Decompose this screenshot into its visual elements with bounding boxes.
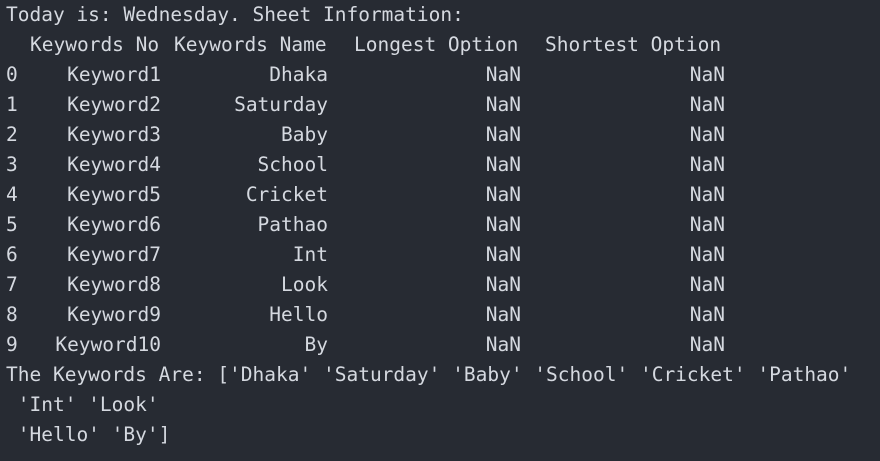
keywords-no-cell: Keyword2	[67, 93, 161, 116]
column-header: Keywords No	[30, 33, 160, 56]
table-header-row: Keywords No Keywords Name Longest Option…	[6, 30, 866, 60]
keywords-no-cell: Keyword9	[67, 303, 161, 326]
shortest-option-cell: NaN	[689, 183, 725, 206]
row-index: 4	[6, 183, 18, 206]
longest-option-cell: NaN	[485, 63, 521, 86]
longest-option-cell: NaN	[485, 93, 521, 116]
keywords-name-cell: Dhaka	[269, 63, 328, 86]
longest-option-cell: NaN	[485, 273, 521, 296]
row-index: 1	[6, 93, 18, 116]
row-index: 3	[6, 153, 18, 176]
row-index: 0	[6, 63, 18, 86]
keywords-name-cell: Cricket	[245, 183, 328, 206]
table-row: 5 Keyword6 Pathao NaN NaN	[6, 210, 866, 240]
column-header: Longest Option	[354, 33, 519, 56]
shortest-option-cell: NaN	[689, 93, 725, 116]
longest-option-cell: NaN	[485, 123, 521, 146]
keywords-no-cell: Keyword1	[67, 63, 161, 86]
shortest-option-cell: NaN	[689, 213, 725, 236]
row-index: 2	[6, 123, 18, 146]
table-row: 2 Keyword3 Baby NaN NaN	[6, 120, 866, 150]
table-row: 3 Keyword4 School NaN NaN	[6, 150, 866, 180]
table-row: 6 Keyword7 Int NaN NaN	[6, 240, 866, 270]
keywords-line: 'Hello' 'By']	[6, 423, 171, 446]
keywords-no-cell: Keyword10	[55, 333, 161, 356]
shortest-option-cell: NaN	[689, 333, 725, 356]
longest-option-cell: NaN	[485, 333, 521, 356]
row-index: 8	[6, 303, 18, 326]
table-row: 4 Keyword5 Cricket NaN NaN	[6, 180, 866, 210]
longest-option-cell: NaN	[485, 183, 521, 206]
keywords-line: 'Int' 'Look'	[6, 393, 159, 416]
keywords-no-cell: Keyword3	[67, 123, 161, 146]
row-index: 7	[6, 273, 18, 296]
row-index: 9	[6, 333, 18, 356]
keywords-no-cell: Keyword7	[67, 243, 161, 266]
shortest-option-cell: NaN	[689, 243, 725, 266]
keywords-name-cell: Look	[281, 273, 328, 296]
longest-option-cell: NaN	[485, 153, 521, 176]
keywords-no-cell: Keyword6	[67, 213, 161, 236]
row-index: 5	[6, 213, 18, 236]
shortest-option-cell: NaN	[689, 63, 725, 86]
keywords-name-cell: Int	[292, 243, 328, 266]
table-row: 7 Keyword8 Look NaN NaN	[6, 270, 866, 300]
table-row: 9 Keyword10 By NaN NaN	[6, 330, 866, 360]
column-header: Shortest Option	[545, 33, 722, 56]
shortest-option-cell: NaN	[689, 303, 725, 326]
shortest-option-cell: NaN	[689, 273, 725, 296]
header-line: Today is: Wednesday. Sheet Information:	[6, 3, 464, 26]
row-index: 6	[6, 243, 18, 266]
table-row: 8 Keyword9 Hello NaN NaN	[6, 300, 866, 330]
table-row: 0 Keyword1 Dhaka NaN NaN	[6, 60, 866, 90]
longest-option-cell: NaN	[485, 213, 521, 236]
column-header: Keywords Name	[174, 33, 327, 56]
keywords-name-cell: Baby	[281, 123, 328, 146]
table-row: 1 Keyword2 Saturday NaN NaN	[6, 90, 866, 120]
longest-option-cell: NaN	[485, 243, 521, 266]
longest-option-cell: NaN	[485, 303, 521, 326]
keywords-name-cell: Pathao	[257, 213, 328, 236]
keywords-no-cell: Keyword5	[67, 183, 161, 206]
keywords-no-cell: Keyword4	[67, 153, 161, 176]
shortest-option-cell: NaN	[689, 123, 725, 146]
keywords-line: The Keywords Are: ['Dhaka' 'Saturday' 'B…	[6, 363, 852, 386]
shortest-option-cell: NaN	[689, 153, 725, 176]
keywords-name-cell: Hello	[269, 303, 328, 326]
keywords-name-cell: By	[304, 333, 328, 356]
keywords-no-cell: Keyword8	[67, 273, 161, 296]
keywords-name-cell: Saturday	[234, 93, 328, 116]
keywords-name-cell: School	[257, 153, 328, 176]
